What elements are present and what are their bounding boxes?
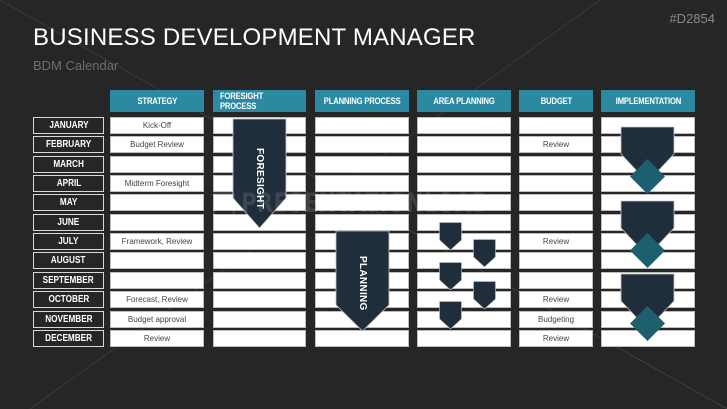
cell-budget-november: Budgeting: [519, 311, 593, 328]
area-arrow-icon: [473, 239, 496, 268]
slide-code: #D2854: [669, 11, 715, 26]
cell-strategy-march: [110, 156, 204, 173]
cell-area-december: [417, 330, 511, 347]
cell-strategy-december: Review: [110, 330, 204, 347]
cell-strategy-september: [110, 272, 204, 289]
column-header-planning-process: PLANNING PROCESS: [315, 90, 409, 112]
cell-budget-june: [519, 214, 593, 231]
implementation-arrow-icon: [620, 200, 675, 268]
page-title: BUSINESS DEVELOPMENT MANAGER: [33, 24, 476, 51]
cell-planning-january: [315, 117, 409, 134]
cell-budget-december: Review: [519, 330, 593, 347]
cell-budget-march: [519, 156, 593, 173]
implementation-arrow-icon: [620, 273, 675, 341]
cell-planning-may: [315, 194, 409, 211]
cell-strategy-june: [110, 214, 204, 231]
area-arrow-icon: [439, 301, 462, 330]
cell-strategy-january: Kick-Off: [110, 117, 204, 134]
cell-strategy-july: Framework, Review: [110, 233, 204, 250]
page-subtitle: BDM Calendar: [33, 58, 119, 73]
cell-strategy-august: [110, 252, 204, 269]
month-label-september: SEPTEMBER: [33, 272, 104, 289]
cell-strategy-february: Budget Review: [110, 136, 204, 153]
column-header-implementation: IMPLEMENTATION: [601, 90, 695, 112]
column-header-area-planning: AREA PLANNING: [417, 90, 511, 112]
cell-area-april: [417, 175, 511, 192]
column-header-foresight-process: FORESIGHT PROCESS: [213, 90, 306, 112]
cell-foresight-august: [213, 252, 306, 269]
cell-foresight-november: [213, 311, 306, 328]
foresight-arrow-icon: [232, 118, 287, 229]
column-header-strategy: STRATEGY: [110, 90, 204, 112]
cell-area-march: [417, 156, 511, 173]
planning-arrow-icon: [335, 230, 390, 332]
month-label-october: OCTOBER: [33, 291, 104, 308]
cell-budget-august: [519, 252, 593, 269]
month-label-june: JUNE: [33, 214, 104, 231]
area-arrow-icon: [439, 262, 462, 291]
cell-foresight-october: [213, 291, 306, 308]
implementation-arrow-icon: [620, 126, 675, 194]
cell-foresight-september: [213, 272, 306, 289]
cell-budget-february: Review: [519, 136, 593, 153]
cell-budget-may: [519, 194, 593, 211]
month-label-april: APRIL: [33, 175, 104, 192]
cell-area-june: [417, 214, 511, 231]
month-label-may: MAY: [33, 194, 104, 211]
cell-foresight-july: [213, 233, 306, 250]
cell-planning-march: [315, 156, 409, 173]
month-label-july: JULY: [33, 233, 104, 250]
month-label-august: AUGUST: [33, 252, 104, 269]
cell-area-may: [417, 194, 511, 211]
planning-label: PLANNING: [357, 256, 368, 311]
cell-budget-october: Review: [519, 291, 593, 308]
column-header-budget: BUDGET: [519, 90, 593, 112]
cell-planning-june: [315, 214, 409, 231]
month-label-february: FEBRUARY: [33, 136, 104, 153]
cell-planning-february: [315, 136, 409, 153]
area-arrow-icon: [439, 222, 462, 251]
area-arrow-icon: [473, 281, 496, 310]
foresight-label: FORESIGHT: [254, 148, 265, 210]
cell-planning-april: [315, 175, 409, 192]
cell-strategy-november: Budget approval: [110, 311, 204, 328]
cell-strategy-october: Forecast, Review: [110, 291, 204, 308]
cell-area-january: [417, 117, 511, 134]
cell-budget-july: Review: [519, 233, 593, 250]
month-label-march: MARCH: [33, 156, 104, 173]
month-label-november: NOVEMBER: [33, 311, 104, 328]
cell-foresight-december: [213, 330, 306, 347]
cell-area-november: [417, 311, 511, 328]
cell-budget-january: [519, 117, 593, 134]
cell-strategy-may: [110, 194, 204, 211]
cell-area-february: [417, 136, 511, 153]
cell-budget-april: [519, 175, 593, 192]
cell-strategy-april: Midterm Foresight: [110, 175, 204, 192]
cell-budget-september: [519, 272, 593, 289]
month-label-december: DECEMBER: [33, 330, 104, 347]
month-label-january: JANUARY: [33, 117, 104, 134]
